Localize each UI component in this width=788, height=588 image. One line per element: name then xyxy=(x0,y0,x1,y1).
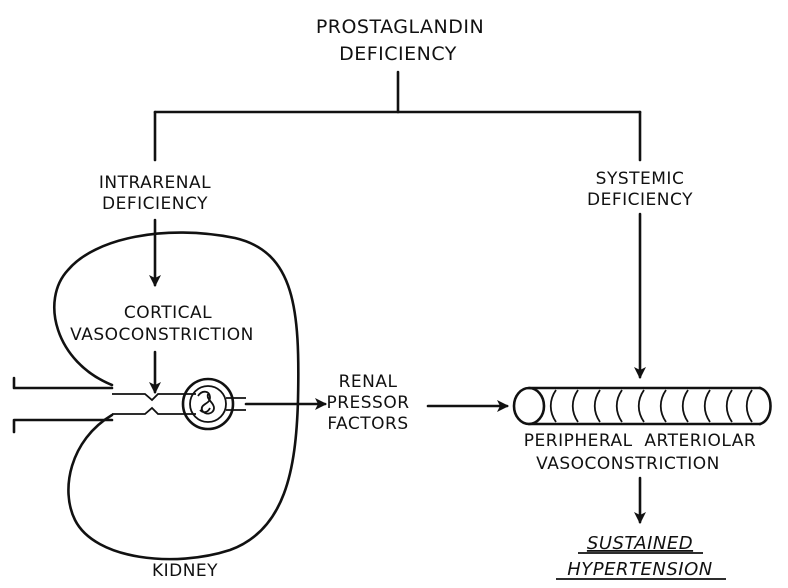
intrarenal-line-1: INTRARENAL xyxy=(99,173,211,193)
cortical-line-1: CORTICAL xyxy=(124,303,212,323)
renal-line-3: FACTORS xyxy=(327,414,408,434)
glomerulus-tuft xyxy=(198,392,214,414)
cortical-line-2: VASOCONSTRICTION xyxy=(70,325,254,345)
outcome-line-1: SUSTAINED xyxy=(587,533,693,554)
title-line-1: PROSTAGLANDIN xyxy=(316,16,484,38)
peripheral-line-1: PERIPHERAL ARTERIOLAR xyxy=(524,431,756,451)
ureter xyxy=(14,378,112,432)
efferent-vessel xyxy=(226,398,246,410)
systemic-line-1: SYSTEMIC xyxy=(596,169,685,189)
renal-line-2: PRESSOR xyxy=(326,393,409,413)
outcome-line-2: HYPERTENSION xyxy=(567,559,712,580)
kidney-outline xyxy=(54,233,298,560)
renal-line-1: RENAL xyxy=(339,372,398,392)
intrarenal-line-2: DEFICIENCY xyxy=(102,194,208,214)
glomerulus-inner xyxy=(190,386,226,422)
title-line-2: DEFICIENCY xyxy=(339,43,457,65)
systemic-line-2: DEFICIENCY xyxy=(587,190,693,210)
arteriole-vessel xyxy=(514,388,771,424)
peripheral-line-2: VASOCONSTRICTION xyxy=(536,454,720,474)
kidney-label: KIDNEY xyxy=(152,561,218,581)
